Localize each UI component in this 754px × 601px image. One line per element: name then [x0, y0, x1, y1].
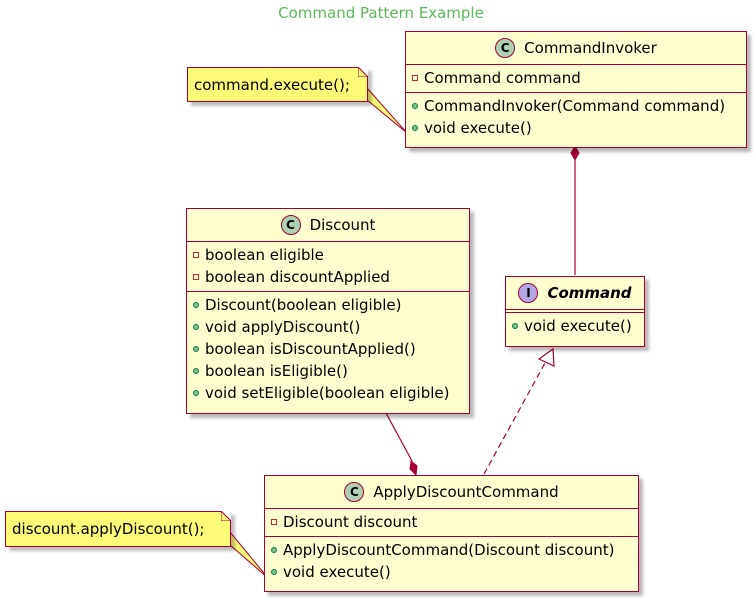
- private-visibility-icon: [271, 519, 277, 525]
- method-text: void execute(): [424, 119, 532, 137]
- public-visibility-icon: [271, 547, 277, 553]
- class-header: I Command: [506, 277, 644, 310]
- class-stereotype-icon: C: [280, 215, 301, 235]
- method-row: void execute(): [265, 561, 638, 583]
- note-fold-icon: [358, 67, 368, 77]
- private-visibility-icon: [412, 75, 418, 81]
- invoker-note-connector: [366, 86, 408, 134]
- method-text: void execute(): [524, 317, 632, 335]
- class-stereotype-icon: C: [495, 38, 516, 58]
- method-row: Discount(boolean eligible): [187, 294, 469, 316]
- class-header: C CommandInvoker: [406, 32, 746, 65]
- private-visibility-icon: [193, 274, 199, 280]
- realization-line: [483, 362, 546, 475]
- method-row: CommandInvoker(Command command): [406, 95, 746, 117]
- method-row: void execute(): [506, 315, 644, 337]
- field-text: Discount discount: [283, 513, 418, 531]
- realization-arrowhead: [537, 347, 555, 367]
- class-name: ApplyDiscountCommand: [373, 483, 559, 501]
- methods-section: void execute(): [506, 312, 644, 340]
- note-text: discount.applyDiscount();: [12, 520, 205, 538]
- method-text: Discount(boolean eligible): [205, 296, 402, 314]
- public-visibility-icon: [193, 324, 199, 330]
- method-row: boolean isEligible(): [187, 360, 469, 382]
- methods-section: Discount(boolean eligible) void applyDis…: [187, 291, 469, 407]
- note-fold-icon: [221, 511, 231, 521]
- public-visibility-icon: [193, 368, 199, 374]
- class-header: C ApplyDiscountCommand: [265, 476, 638, 509]
- apply-note-connector: [229, 530, 269, 579]
- interface-stereotype-icon: I: [518, 283, 539, 303]
- method-text: ApplyDiscountCommand(Discount discount): [283, 541, 615, 559]
- method-row: void setEligible(boolean eligible): [187, 382, 469, 404]
- diagram-title: Command Pattern Example: [278, 4, 484, 22]
- method-text: void execute(): [283, 563, 391, 581]
- note-apply-discount[interactable]: discount.applyDiscount();: [5, 511, 231, 547]
- field-row: boolean eligible: [187, 244, 469, 266]
- class-name: Discount: [309, 216, 376, 234]
- methods-section: ApplyDiscountCommand(Discount discount) …: [265, 536, 638, 586]
- field-row: boolean discountApplied: [187, 266, 469, 288]
- public-visibility-icon: [193, 390, 199, 396]
- method-text: boolean isEligible(): [205, 362, 348, 380]
- class-stereotype-icon: C: [344, 482, 365, 502]
- class-apply-discount-command[interactable]: C ApplyDiscountCommand Discount discount…: [264, 475, 639, 592]
- public-visibility-icon: [193, 302, 199, 308]
- field-text: boolean discountApplied: [205, 268, 390, 286]
- field-row: Command command: [406, 67, 746, 89]
- interface-command[interactable]: I Command void execute(): [505, 276, 645, 347]
- method-row: void applyDiscount(): [187, 316, 469, 338]
- method-row: boolean isDiscountApplied(): [187, 338, 469, 360]
- public-visibility-icon: [412, 125, 418, 131]
- public-visibility-icon: [271, 569, 277, 575]
- public-visibility-icon: [512, 323, 518, 329]
- method-row: void execute(): [406, 117, 746, 139]
- field-row: Discount discount: [265, 511, 638, 533]
- public-visibility-icon: [193, 346, 199, 352]
- invoker-composition-diamond: [570, 144, 580, 162]
- method-row: ApplyDiscountCommand(Discount discount): [265, 539, 638, 561]
- note-invoker[interactable]: command.execute();: [187, 67, 368, 102]
- field-text: Command command: [424, 69, 581, 87]
- method-text: void applyDiscount(): [205, 318, 361, 336]
- fields-section: Discount discount: [265, 509, 638, 536]
- class-name: Command: [547, 284, 632, 302]
- class-command-invoker[interactable]: C CommandInvoker Command command Command…: [405, 31, 747, 148]
- method-text: boolean isDiscountApplied(): [205, 340, 416, 358]
- note-text: command.execute();: [194, 75, 350, 94]
- fields-section: boolean eligible boolean discountApplied: [187, 242, 469, 291]
- public-visibility-icon: [412, 103, 418, 109]
- methods-section: CommandInvoker(Command command) void exe…: [406, 92, 746, 142]
- class-header: C Discount: [187, 209, 469, 242]
- method-text: void setEligible(boolean eligible): [205, 384, 450, 402]
- field-text: boolean eligible: [205, 246, 324, 264]
- class-name: CommandInvoker: [524, 39, 657, 57]
- private-visibility-icon: [193, 252, 199, 258]
- apply-composition-diamond: [409, 460, 418, 477]
- method-text: CommandInvoker(Command command): [424, 97, 726, 115]
- discount-apply-composition-line: [385, 412, 413, 462]
- class-discount[interactable]: C Discount boolean eligible boolean disc…: [186, 208, 470, 414]
- fields-section: Command command: [406, 65, 746, 92]
